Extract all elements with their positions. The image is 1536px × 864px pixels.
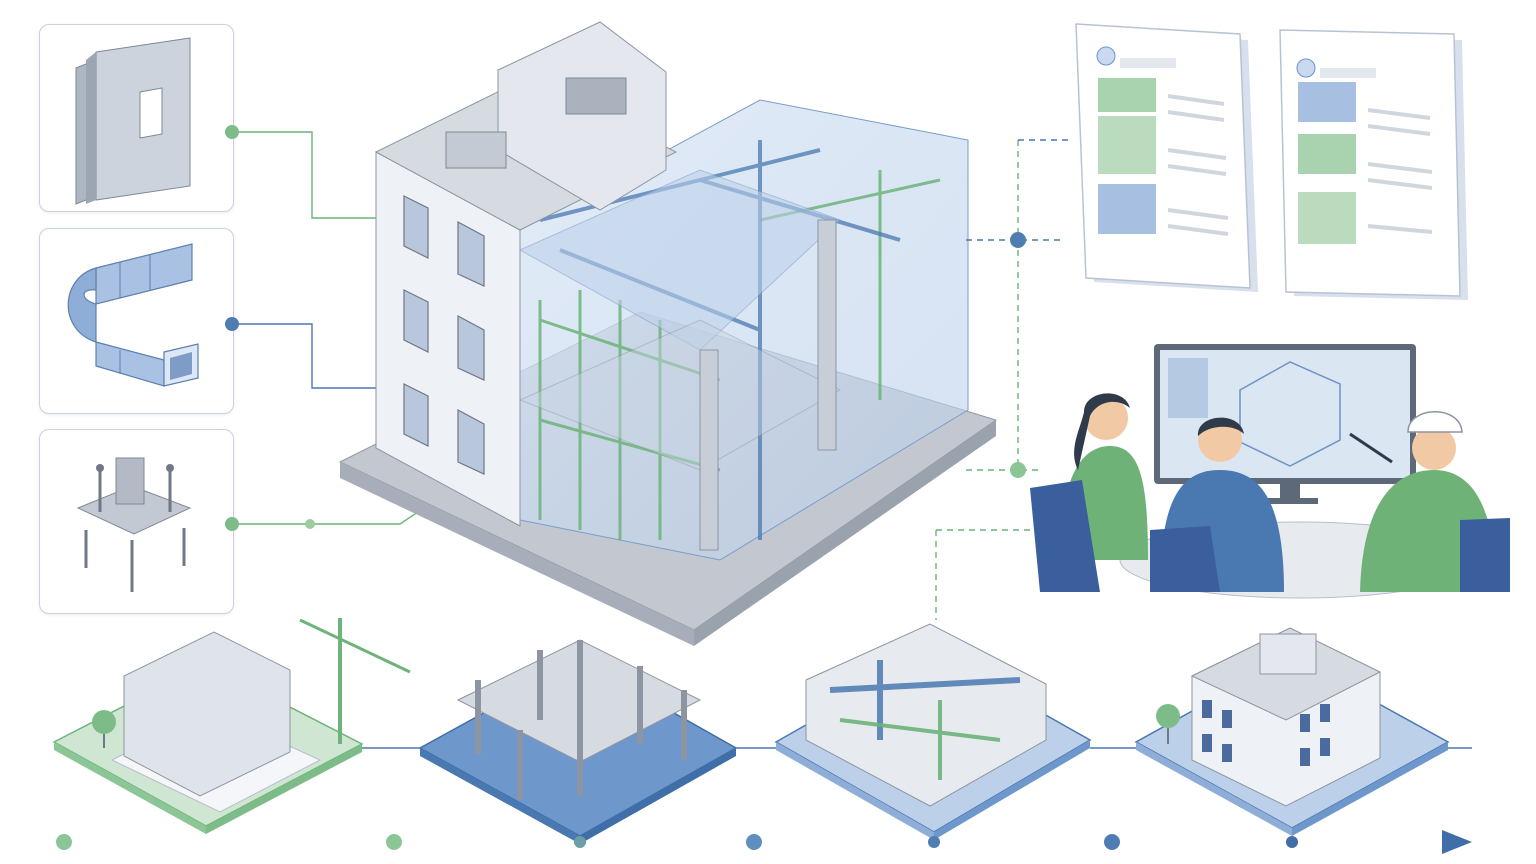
connector-node bbox=[225, 317, 239, 331]
connector-node bbox=[1010, 462, 1026, 478]
structure-frame-icon bbox=[418, 639, 738, 844]
bim-building-model-icon bbox=[338, 21, 998, 646]
completed-building-icon bbox=[1134, 627, 1450, 836]
site-construction-icon bbox=[52, 618, 411, 834]
duct-elbow-icon bbox=[67, 243, 199, 387]
connector-node bbox=[225, 125, 239, 139]
team-review-icon bbox=[1030, 344, 1528, 599]
anchor-plate-icon bbox=[76, 457, 192, 592]
mep-systems-icon bbox=[774, 623, 1092, 840]
timeline-axis bbox=[64, 830, 1472, 854]
connector-node bbox=[305, 519, 315, 529]
connector-node bbox=[1010, 232, 1026, 248]
timeline-nodes bbox=[54, 832, 1298, 852]
spec-sheet-icon bbox=[1279, 29, 1468, 300]
connector-node bbox=[225, 517, 239, 531]
spec-sheet-icon bbox=[1075, 23, 1258, 292]
wall-panel-icon bbox=[75, 37, 191, 205]
